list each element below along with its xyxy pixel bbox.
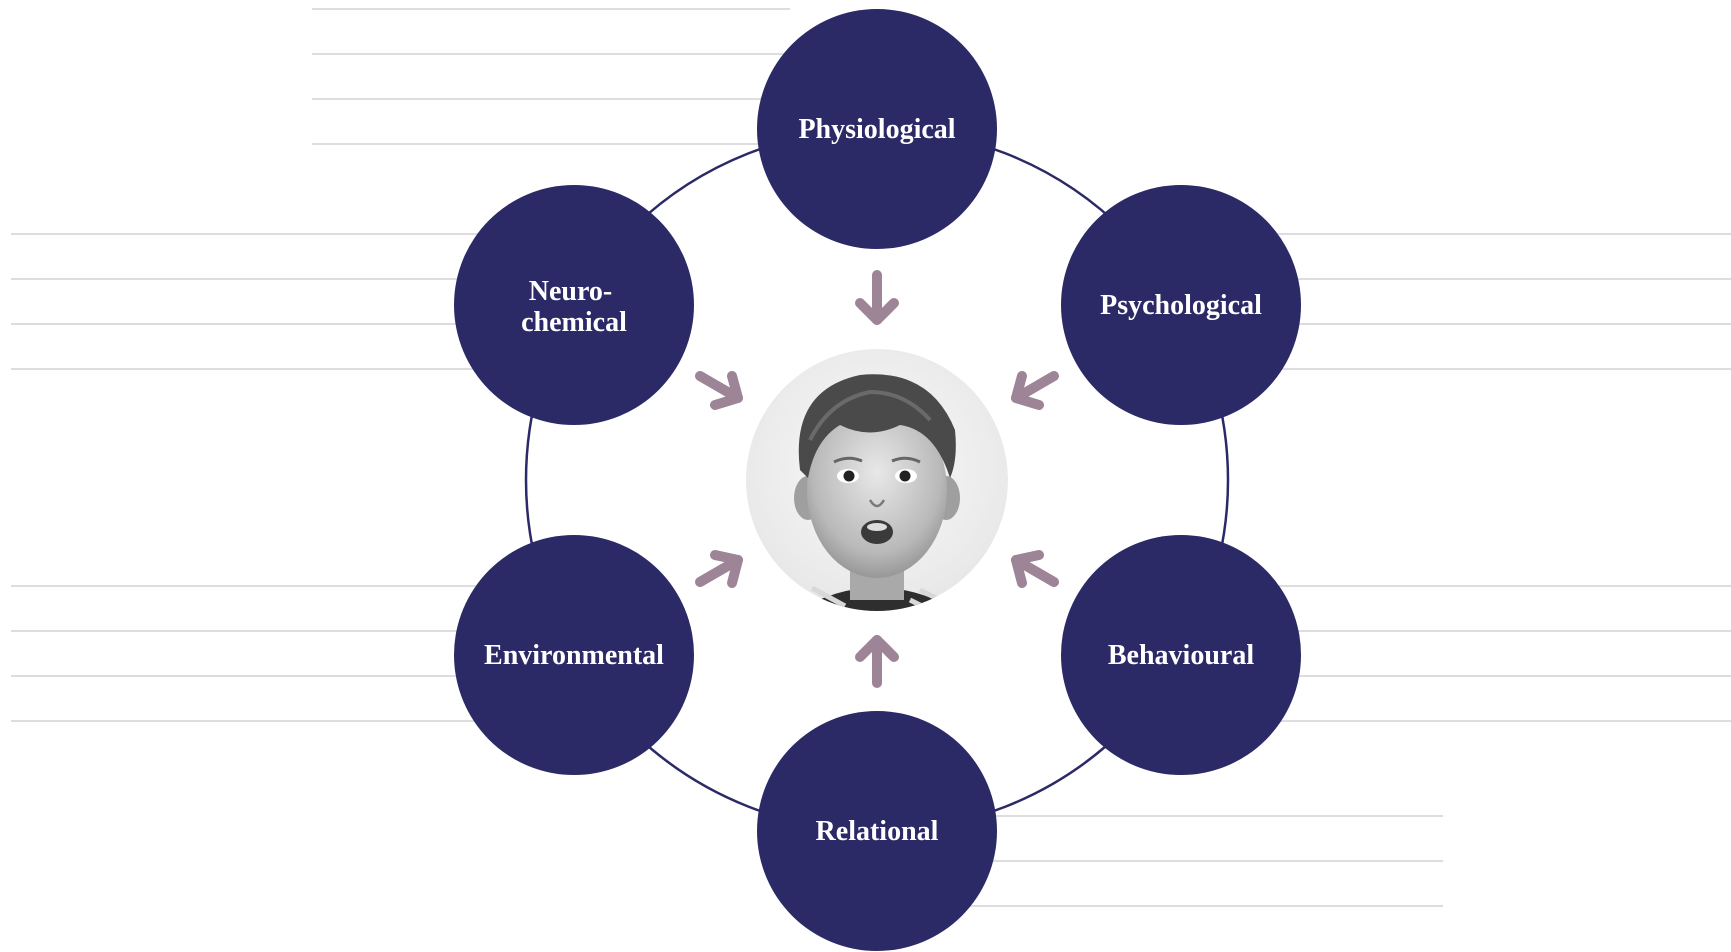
arrow-from-relational	[855, 635, 899, 688]
arrows	[695, 270, 1059, 688]
node-label: Psychological	[1100, 290, 1262, 321]
node-label: Relational	[816, 816, 939, 847]
guide-lines	[11, 8, 1731, 907]
arrow-from-physiological	[855, 270, 899, 325]
node-label: Behavioural	[1108, 640, 1254, 671]
node-circle	[1061, 535, 1301, 775]
node-circle	[757, 9, 997, 249]
svg-text:Relational: Relational	[816, 816, 939, 847]
node-relational: Relational	[757, 711, 997, 951]
center-photo	[746, 349, 1008, 611]
svg-text:Behavioural: Behavioural	[1108, 640, 1254, 671]
node-label-line-2: chemical	[521, 307, 627, 338]
arrow-from-behavioural	[1011, 550, 1059, 588]
node-circle	[757, 711, 997, 951]
arrow-from-environmental	[695, 550, 743, 588]
arrow-from-psychological	[1011, 371, 1059, 410]
node-circle	[1061, 185, 1301, 425]
node-circle	[454, 535, 694, 775]
node-circle	[454, 185, 694, 425]
node-label-line-1: Neuro-	[529, 276, 612, 307]
node-neurochemical: Neuro- chemical	[454, 185, 694, 425]
svg-text:Psychological: Psychological	[1100, 290, 1262, 321]
arrow-from-neurochemical	[695, 371, 743, 410]
node-environmental: Environmental	[454, 535, 694, 775]
svg-text:Physiological: Physiological	[798, 114, 955, 145]
svg-text:Environmental: Environmental	[484, 640, 664, 671]
node-label: Physiological	[798, 114, 955, 145]
node-behavioural: Behavioural	[1061, 535, 1301, 775]
node-psychological: Psychological	[1061, 185, 1301, 425]
svg-text:Neuro- chemical: Neuro- chemical	[521, 276, 627, 338]
node-label: Environmental	[484, 640, 664, 671]
node-physiological: Physiological	[757, 9, 997, 249]
